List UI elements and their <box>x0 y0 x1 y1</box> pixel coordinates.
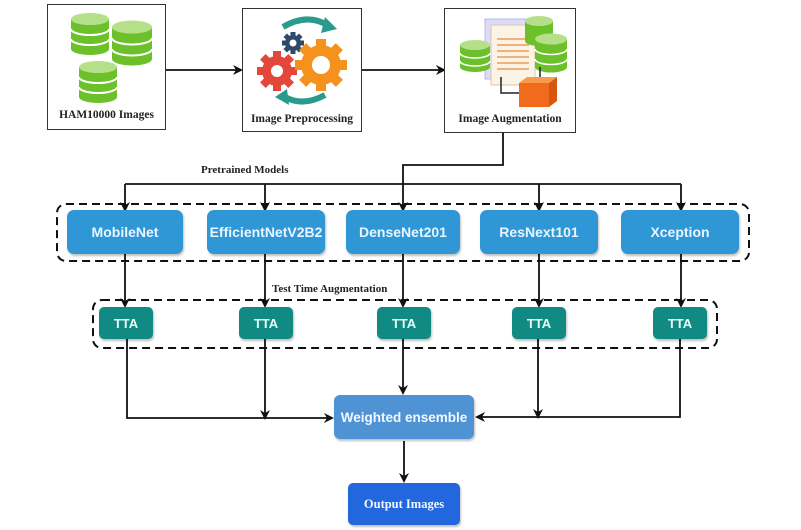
tta-mobilenet: TTA <box>99 307 153 339</box>
pretrained-models-group <box>56 203 750 262</box>
tta-group-label: Test Time Augmentation <box>272 283 388 295</box>
pretrained-models-label: Pretrained Models <box>201 164 289 176</box>
database-stack-icon <box>70 13 153 103</box>
model-mobilenet: MobileNet <box>67 210 183 254</box>
model-densenet201: DenseNet201 <box>346 210 460 254</box>
stage-label-preprocessing: Image Preprocessing <box>250 113 354 125</box>
arrow-tta1-ensemble <box>126 339 334 423</box>
stage-dataset: HAM10000 Images <box>47 4 166 130</box>
model-efficientnetv2b2: EfficientNetV2B2 <box>207 210 325 254</box>
connector-augmentation-bus <box>402 133 504 184</box>
stage-label-augmentation: Image Augmentation <box>458 113 562 125</box>
arrow-tta5-ensemble <box>475 339 681 422</box>
stage-augmentation: Image Augmentation <box>444 8 576 133</box>
tta-resnext101: TTA <box>512 307 566 339</box>
model-resnext101: ResNext101 <box>480 210 598 254</box>
tta-xception: TTA <box>653 307 707 339</box>
documents-databases-icon <box>459 16 568 107</box>
tta-efficientnetv2b2: TTA <box>239 307 293 339</box>
model-xception: Xception <box>621 210 739 254</box>
gears-cycle-icon <box>257 16 347 105</box>
stage-preprocessing: Image Preprocessing <box>242 8 362 132</box>
tta-densenet201: TTA <box>377 307 431 339</box>
stage-label-dataset: HAM10000 Images <box>59 109 154 121</box>
output-images: Output Images <box>348 483 460 525</box>
weighted-ensemble: Weighted ensemble <box>334 395 474 439</box>
